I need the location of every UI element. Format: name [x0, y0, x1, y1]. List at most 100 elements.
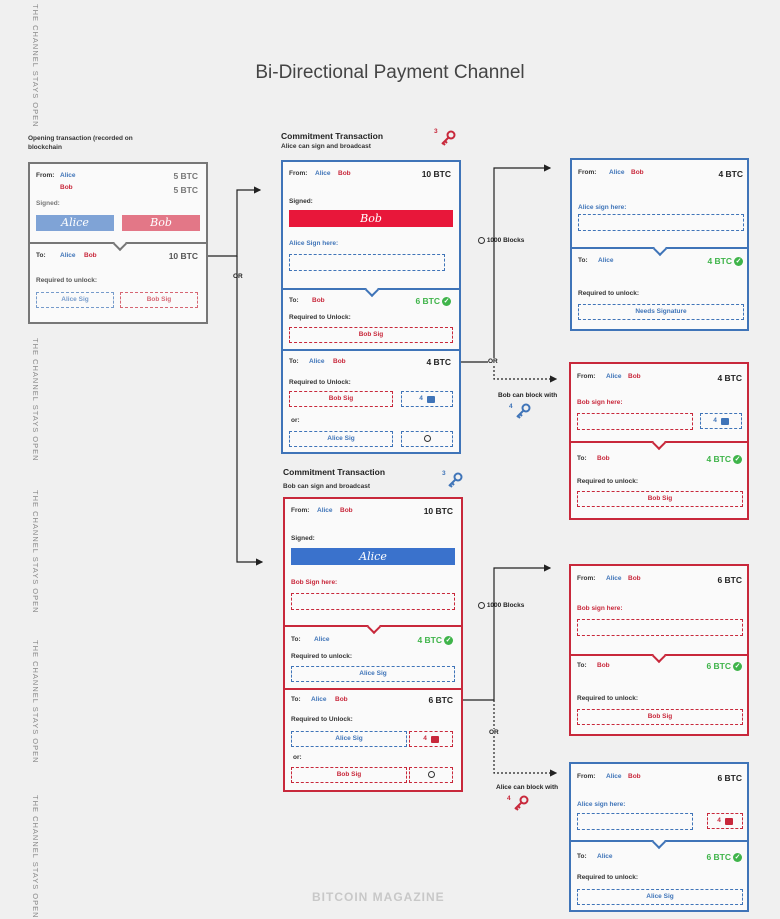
alice-name: Alice	[598, 257, 614, 264]
key-number: 3	[442, 470, 446, 477]
key-number: 4	[507, 795, 511, 802]
check-icon: ✓	[442, 297, 451, 307]
from-label: From:	[578, 169, 597, 176]
bob-sig-field: Bob Sig	[291, 767, 407, 783]
required-label: Required to unlock:	[291, 653, 353, 660]
sign-here-label: Bob sign here:	[577, 399, 623, 406]
output-amount: 4 BTC	[426, 357, 451, 367]
bob-signature-field[interactable]	[577, 413, 693, 430]
lock-number: 4	[423, 735, 427, 742]
to-label: To:	[291, 696, 301, 703]
bob-name: Bob	[628, 773, 641, 780]
alice-name: Alice	[309, 358, 325, 365]
opening-caption: Opening transaction (recorded on blockch…	[28, 135, 133, 151]
alice-signature: Alice	[291, 548, 455, 565]
bob-sig-field: Bob Sig	[289, 327, 453, 343]
alice-sig-field: Alice Sig	[289, 431, 393, 447]
required-label: Required to Unlock:	[289, 379, 351, 386]
timelock-field: 4	[707, 813, 743, 829]
blocks-label: 1000 Blocks	[478, 237, 524, 244]
alice-sig-field: Alice Sig	[291, 731, 407, 747]
from-amount: 6 BTC	[717, 773, 742, 783]
bob-name: Bob	[597, 662, 610, 669]
output-amount: 6 BTC✓	[415, 296, 451, 307]
check-icon: ✓	[733, 853, 742, 863]
lock-number: 4	[713, 417, 717, 424]
bob-sig-field: Bob Sig	[577, 491, 743, 507]
required-label: Required to unlock:	[577, 874, 639, 881]
alice-amount: 5 BTC	[173, 171, 198, 181]
from-amount: 6 BTC	[717, 575, 742, 585]
commitment-alice-card: From: Alice Bob 10 BTC Signed: Bob Alice…	[281, 160, 461, 454]
bob-name: Bob	[628, 575, 641, 582]
bob-name: Bob	[340, 507, 353, 514]
blocks-text: 1000 Blocks	[486, 602, 525, 610]
check-icon: ✓	[733, 455, 742, 465]
or-label: OR	[489, 729, 499, 736]
from-label: From:	[577, 373, 596, 380]
lock-icon	[724, 817, 733, 825]
bob-name: Bob	[628, 373, 641, 380]
key-icon	[514, 795, 529, 811]
amount-text: 4 BTC	[707, 256, 732, 266]
timelock-field: 4	[700, 413, 742, 429]
alice-signature-field[interactable]	[578, 214, 744, 231]
from-amount: 10 BTC	[423, 506, 453, 516]
to-label: To:	[289, 358, 299, 365]
bob-name: Bob	[84, 252, 97, 259]
required-label: Required to unlock:	[36, 277, 98, 284]
required-label: Required to unlock:	[577, 695, 639, 702]
or-small-label: or:	[291, 417, 300, 424]
output-amount: 4 BTC✓	[707, 256, 743, 267]
spend-card-alice-2: From: Alice Bob 6 BTC Alice sign here: 4…	[569, 762, 749, 912]
amount-text: 4 BTC	[417, 635, 442, 645]
check-icon: ✓	[444, 636, 453, 646]
alice-name: Alice	[606, 575, 622, 582]
key-icon	[448, 472, 463, 488]
output-amount: 6 BTC	[428, 695, 453, 705]
lock-icon	[426, 395, 435, 403]
blocks-label: 1000 Blocks	[478, 602, 524, 609]
signed-label: Signed:	[291, 535, 315, 542]
key-icon	[441, 130, 456, 146]
divider-notch	[112, 236, 128, 252]
bob-signature-field[interactable]	[291, 593, 455, 610]
bob-sig-field: Bob Sig	[577, 709, 743, 725]
spend-card-bob-2: From: Alice Bob 6 BTC Bob sign here: To:…	[569, 564, 749, 736]
clock-icon	[478, 237, 485, 244]
commitment-subtitle: Bob can sign and broadcast	[283, 483, 371, 490]
output-amount: 6 BTC✓	[706, 852, 742, 863]
alice-name: Alice	[314, 636, 330, 643]
alice-signature-field[interactable]	[289, 254, 445, 271]
from-label: From:	[577, 575, 596, 582]
blocks-text: 1000 Blocks	[486, 237, 525, 245]
to-label: To:	[577, 853, 587, 860]
required-label: Required to unlock:	[577, 478, 639, 485]
commitment-title: Commitment Transaction	[283, 467, 386, 477]
to-label: To:	[289, 297, 299, 304]
side-text: THE CHANNEL STAYS OPEN	[31, 640, 40, 764]
to-label: To:	[36, 252, 46, 259]
alice-signature-field[interactable]	[577, 813, 693, 830]
signed-label: Signed:	[289, 198, 313, 205]
bob-signature-field[interactable]	[577, 619, 743, 636]
amount-text: 6 BTC	[706, 852, 731, 862]
divider-notch	[364, 282, 380, 298]
alice-name: Alice	[597, 853, 613, 860]
key-number: 3	[434, 128, 438, 135]
watermark: BITCOIN MAGAZINE	[312, 890, 445, 904]
key-icon	[516, 403, 531, 419]
spend-card-bob-1: From: Alice Bob 4 BTC Bob sign here: 4 T…	[569, 362, 749, 520]
lock-number: 4	[419, 395, 423, 402]
alice-name: Alice	[311, 696, 327, 703]
needs-signature-field: Needs Signature	[578, 304, 744, 320]
alice-sig-field: Alice Sig	[36, 292, 114, 308]
spend-card-alice-1: From: Alice Bob 4 BTC Alice sign here: T…	[570, 158, 749, 331]
from-label: From:	[577, 773, 596, 780]
clock-icon	[423, 434, 431, 442]
bob-sig-field: Bob Sig	[289, 391, 393, 407]
amount-text: 6 BTC	[415, 296, 440, 306]
divider-notch	[651, 435, 667, 451]
timelock-field: 4	[409, 731, 453, 747]
